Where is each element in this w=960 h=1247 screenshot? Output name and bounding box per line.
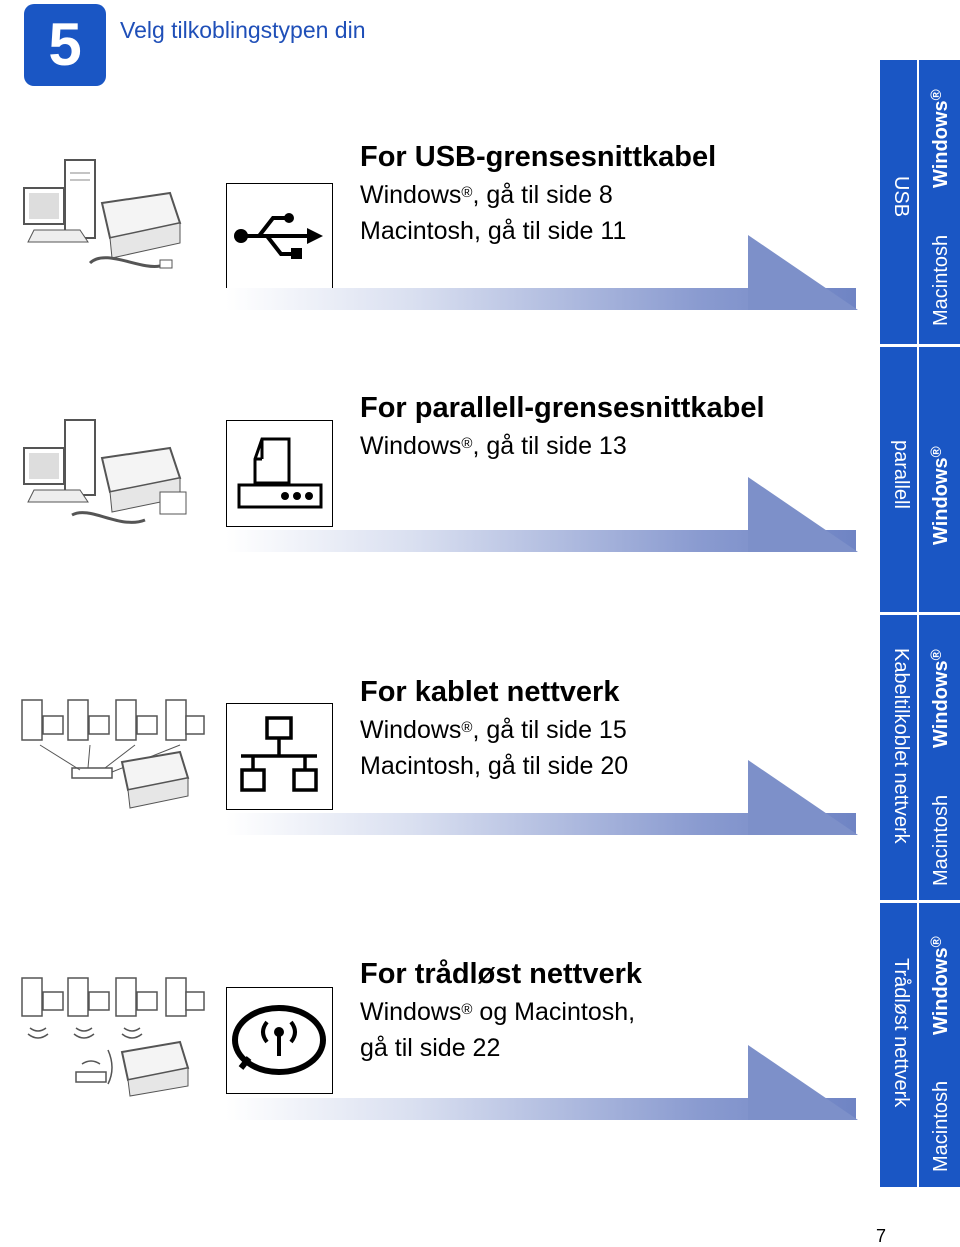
wired-network-illustration [21,699,205,809]
section-windows-link: Windows®, gå til side 15 [360,712,627,748]
registered-mark: ® [928,936,945,948]
page-ref: , gå til side 8 [472,181,613,209]
os-name: Windows [360,432,462,460]
section-band [226,813,856,835]
side-tab-parallel[interactable]: parallell [890,440,912,509]
side-tab-usb[interactable]: USB [890,176,912,218]
section-band [226,1098,856,1120]
section-mac-link: Macintosh, gå til side 20 [360,752,629,780]
page-ref: og Macintosh, [472,998,636,1026]
os-name: Windows [360,998,462,1026]
section-usb: For USB-grensesnittkabel Windows®, gå ti… [0,0,860,330]
page-number: 7 [876,1226,887,1246]
registered-mark: ® [461,184,473,201]
side-tab-wired-os1: Windows® [928,649,953,748]
registered-mark: ® [928,649,945,661]
side-tab-wireless-os1: Windows® [928,936,953,1035]
section-title: For parallell-grensesnittkabel [360,392,765,424]
registered-mark: ® [461,719,473,736]
side-tab-wireless[interactable]: Trådløst nettverk [890,958,912,1108]
step-number-badge: 5 [24,4,106,86]
os-name: Windows [930,457,952,545]
band-arrow [748,1045,858,1120]
band-arrow [748,760,858,835]
side-tab-wireless-os2: Macintosh [930,1080,952,1172]
wireless-icon [226,987,333,1094]
side-tab-wired-os2: Macintosh [930,794,952,886]
registered-mark: ® [928,446,945,458]
side-tab-divider [917,60,919,1187]
parallel-port-icon [226,420,333,527]
computer-printer-parallel-illustration [23,419,187,524]
page-ref: , gå til side 13 [472,432,627,460]
section-title: For trådløst nettverk [360,958,642,990]
os-name: Windows [930,947,952,1035]
side-tab-usb-os2: Macintosh [930,234,952,326]
section-title: For kablet nettverk [360,676,620,708]
section-wired-network: For kablet nettverk Windows®, gå til sid… [21,676,858,835]
section-parallel: For parallell-grensesnittkabel Windows®,… [0,0,860,560]
registered-mark: ® [461,435,473,452]
side-tab-parallel-os1: Windows® [928,446,953,545]
wireless-network-illustration [21,977,205,1097]
section-band [226,530,856,552]
side-tab-rail [880,60,960,1187]
section-windows-link: Windows®, gå til side 13 [360,428,627,464]
page-ref: , gå til side 15 [472,716,627,744]
band-arrow [748,477,858,552]
side-tab-wired[interactable]: Kabeltilkoblet nettverk [890,648,912,844]
usb-icon [226,183,333,290]
band-arrow [748,235,858,310]
section-band [226,288,856,310]
registered-mark: ® [928,89,945,101]
page-title: Velg tilkoblingstypen din [120,17,366,43]
section-windows-link: Windows®, gå til side 8 [360,177,613,213]
os-name: Windows [930,100,952,188]
os-name: Windows [360,716,462,744]
os-name: Windows [360,181,462,209]
side-tab-usb-os1: Windows® [928,89,953,188]
section-wireless-network: For trådløst nettverk Windows® og Macint… [21,958,858,1120]
os-name: Windows [930,660,952,748]
side-tab-separator [880,612,960,615]
computer-printer-usb-illustration [23,159,182,269]
network-icon [226,703,333,810]
section-windows-mac-link: Windows® og Macintosh, [360,994,635,1030]
section-title: For USB-grensesnittkabel [360,141,717,173]
section-mac-link: Macintosh, gå til side 11 [360,217,627,245]
side-tab-separator [880,900,960,903]
section-page-link: gå til side 22 [360,1034,501,1062]
registered-mark: ® [461,1001,473,1018]
side-tab-separator [880,344,960,347]
